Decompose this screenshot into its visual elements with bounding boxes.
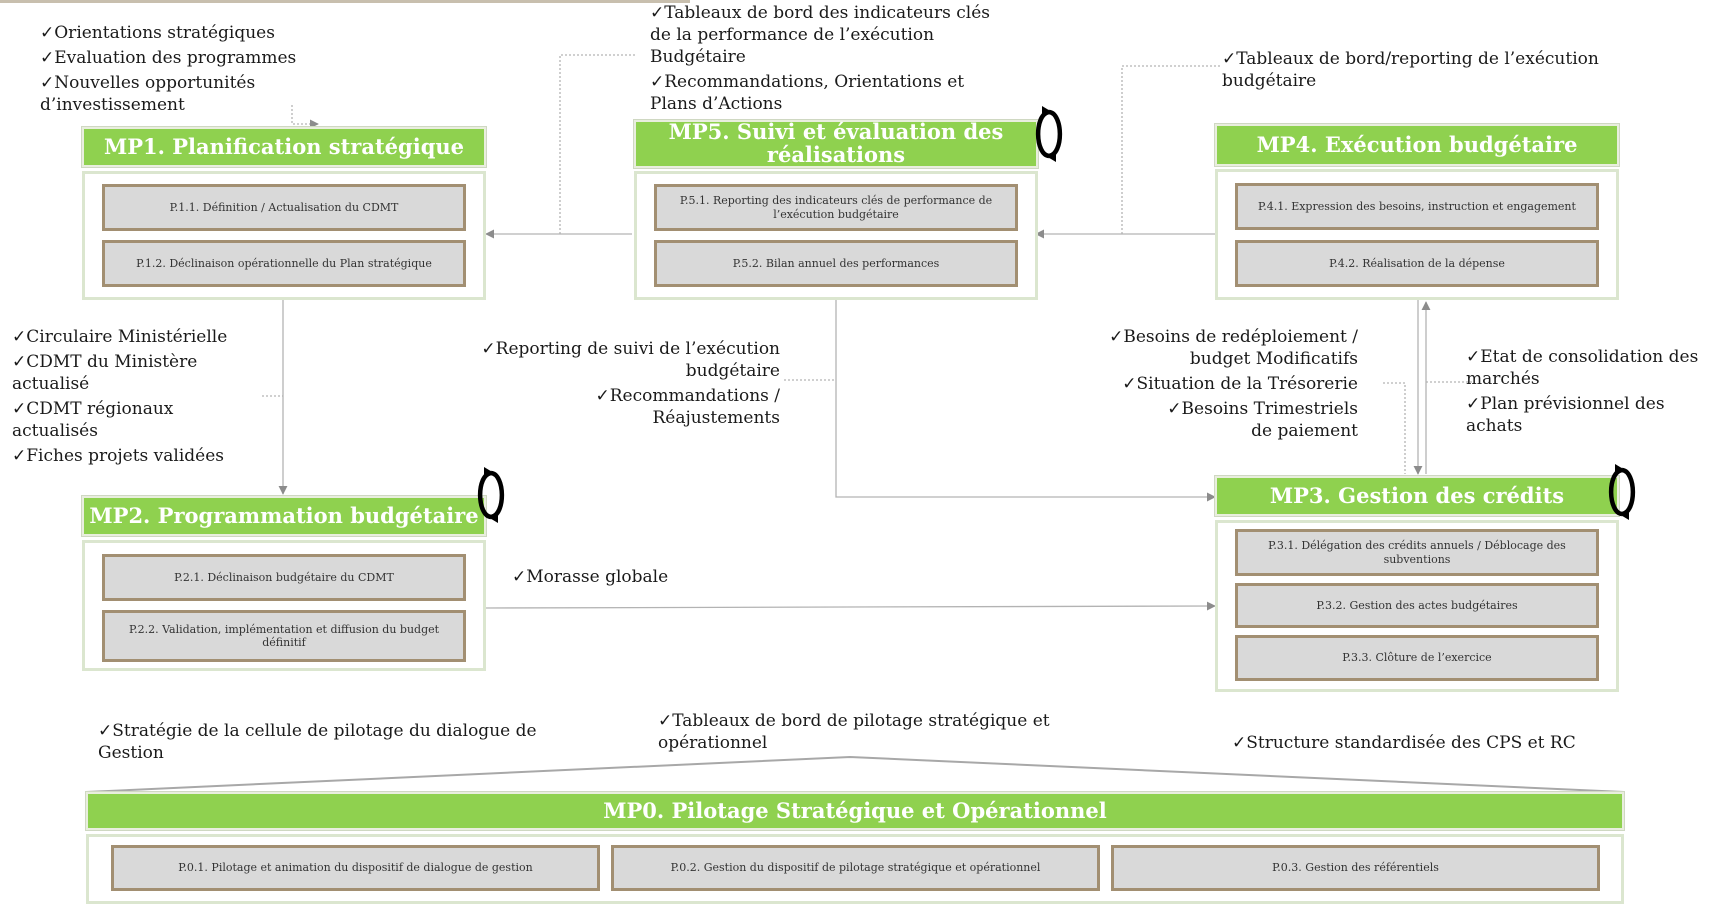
mp0-block: MP0. Pilotage Stratégique et Opérationne… (86, 792, 1624, 904)
mp3-to-mp4-notes: Etat de consolidation des marchés Plan p… (1466, 346, 1706, 440)
circular-arrows-icon (1608, 464, 1636, 520)
process-p52[interactable]: P.5.2. Bilan annuel des performances (654, 240, 1018, 287)
note-item: Evaluation des programmes (40, 47, 310, 69)
mp1-block: MP1. Planification stratégique P.1.1. Dé… (82, 127, 486, 300)
mp0-roof (85, 755, 1625, 793)
mp0-body: P.0.1. Pilotage et animation du disposit… (86, 834, 1624, 904)
mp2-to-mp3-notes: Morasse globale (512, 566, 812, 591)
mp2-block: MP2. Programmation budgétaire P.2.1. Déc… (82, 496, 486, 671)
process-p01[interactable]: P.0.1. Pilotage et animation du disposit… (111, 845, 600, 891)
process-p51[interactable]: P.5.1. Reporting des indicateurs clés de… (654, 184, 1018, 231)
note-item: Structure standardisée des CPS et RC (1232, 732, 1612, 754)
note-item: Morasse globale (512, 566, 812, 588)
note-item: Circulaire Ministérielle (12, 326, 252, 348)
mp3-body: P.3.1. Délégation des crédits annuels / … (1215, 520, 1619, 692)
note-item: CDMT du Ministère actualisé (12, 351, 252, 395)
mp0-title: MP0. Pilotage Stratégique et Opérationne… (86, 792, 1624, 830)
connector-mp5-to-mp3 (835, 300, 1216, 502)
process-p32[interactable]: P.3.2. Gestion des actes budgétaires (1235, 583, 1599, 628)
mp4-title: MP4. Exécution budgétaire (1215, 124, 1619, 166)
process-p03[interactable]: P.0.3. Gestion des référentiels (1111, 845, 1600, 891)
circular-arrows-icon (477, 467, 505, 523)
top-rule (0, 0, 690, 3)
mp5-block: MP5. Suivi et évaluation des réalisation… (634, 120, 1038, 300)
note-item: Fiches projets validées (12, 445, 252, 467)
note-item: CDMT régionaux actualisés (12, 398, 252, 442)
mp1-title: MP1. Planification stratégique (82, 127, 486, 167)
note-item: Besoins de redéploiement / budget Modifi… (1100, 326, 1358, 370)
mp5-body: P.5.1. Reporting des indicateurs clés de… (634, 171, 1038, 300)
process-p41[interactable]: P.4.1. Expression des besoins, instructi… (1235, 183, 1599, 230)
note-item: Situation de la Trésorerie (1100, 373, 1358, 395)
note-item: Orientations stratégiques (40, 22, 310, 44)
process-p21[interactable]: P.2.1. Déclinaison budgétaire du CDMT (102, 554, 466, 601)
mp4-to-mp3-notes: Besoins de redéploiement / budget Modifi… (1100, 326, 1358, 445)
note-item: Recommandations, Orientations et Plans d… (650, 71, 995, 115)
note-item: Reporting de suivi de l’exécution budgét… (470, 338, 780, 382)
circular-arrows-icon (1035, 106, 1063, 162)
connector-input-mp1 (291, 105, 319, 129)
mp5-outputs-notes: Tableaux de bord des indicateurs clés de… (650, 2, 995, 118)
process-p42[interactable]: P.4.2. Réalisation de la dépense (1235, 240, 1599, 287)
note-item: Recommandations / Réajustements (470, 385, 780, 429)
connector-lines (262, 54, 1472, 611)
note-item: Plan prévisionnel des achats (1466, 393, 1706, 437)
mp4-body: P.4.1. Expression des besoins, instructi… (1215, 169, 1619, 300)
mp2-title: MP2. Programmation budgétaire (82, 496, 486, 536)
mp4-reporting-notes: Tableaux de bord/reporting de l’exécutio… (1222, 48, 1602, 95)
mp0-center-notes: Tableaux de bord de pilotage stratégique… (658, 710, 1078, 757)
process-p11[interactable]: P.1.1. Définition / Actualisation du CDM… (102, 184, 466, 231)
mp0-left-notes: Stratégie de la cellule de pilotage du d… (98, 720, 548, 767)
mp5-to-mp3-notes: Reporting de suivi de l’exécution budgét… (470, 338, 780, 432)
connector-mp5-feedback (559, 54, 636, 234)
process-p02[interactable]: P.0.2. Gestion du dispositif de pilotage… (611, 845, 1100, 891)
process-p22[interactable]: P.2.2. Validation, implémentation et dif… (102, 610, 466, 662)
mp1-body: P.1.1. Définition / Actualisation du CDM… (82, 171, 486, 300)
mp3-block: MP3. Gestion des crédits P.3.1. Délégati… (1215, 476, 1619, 692)
note-item: Tableaux de bord de pilotage stratégique… (658, 710, 1078, 754)
connector-mp2-to-mp3 (485, 601, 1216, 611)
note-item: Besoins Trimestriels de paiement (1100, 398, 1358, 442)
mp1-to-mp2-notes: Circulaire Ministérielle CDMT du Ministè… (12, 326, 252, 470)
note-item: Tableaux de bord des indicateurs clés de… (650, 2, 995, 68)
process-p31[interactable]: P.3.1. Délégation des crédits annuels / … (1235, 529, 1599, 576)
note-item: Etat de consolidation des marchés (1466, 346, 1706, 390)
connector-mp4-mp3-label (1383, 382, 1406, 474)
note-item: Tableaux de bord/reporting de l’exécutio… (1222, 48, 1602, 92)
note-item: Nouvelles opportunités d’investissement (40, 72, 310, 116)
mp0-right-notes: Structure standardisée des CPS et RC (1232, 732, 1612, 757)
process-p12[interactable]: P.1.2. Déclinaison opérationnelle du Pla… (102, 240, 466, 287)
note-item: Stratégie de la cellule de pilotage du d… (98, 720, 548, 764)
mp4-block: MP4. Exécution budgétaire P.4.1. Express… (1215, 124, 1619, 300)
mp5-title: MP5. Suivi et évaluation des réalisation… (634, 120, 1038, 168)
mp3-title: MP3. Gestion des crédits (1215, 476, 1619, 516)
mp2-body: P.2.1. Déclinaison budgétaire du CDMT P.… (82, 540, 486, 671)
process-p33[interactable]: P.3.3. Clôture de l’exercice (1235, 635, 1599, 681)
mp1-inputs-notes: Orientations stratégiques Evaluation des… (40, 22, 310, 119)
connector-mp4-feedback (1121, 65, 1222, 234)
